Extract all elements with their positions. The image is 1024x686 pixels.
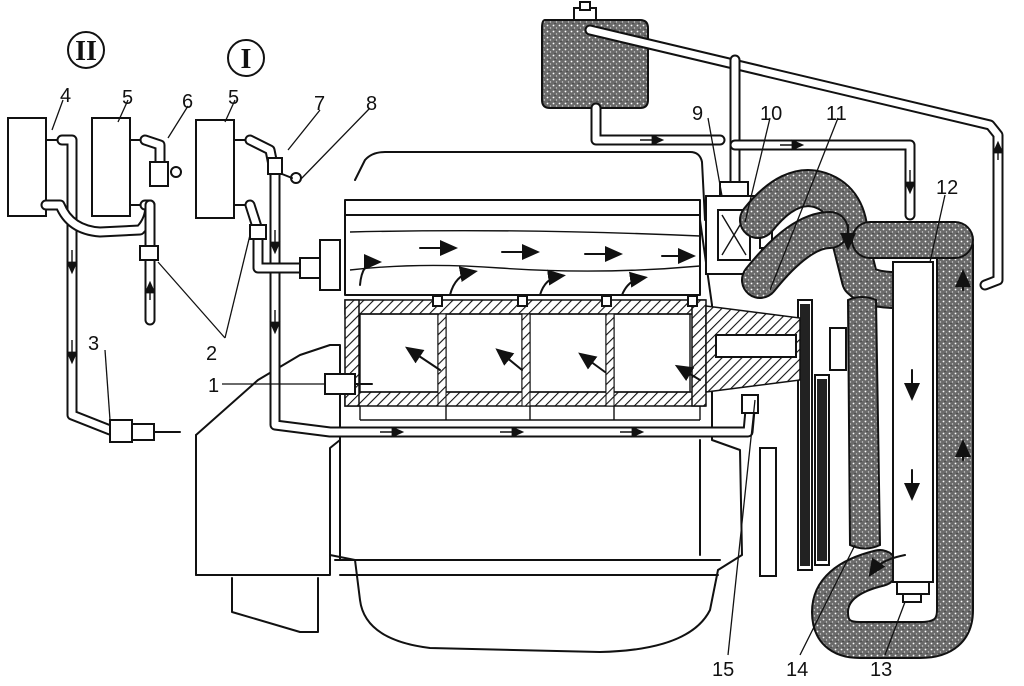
section-label-II-text: II: [75, 36, 97, 67]
lower-radiator-hose: [811, 221, 974, 659]
callout-9: 9: [692, 103, 703, 125]
heater-5-left: [91, 117, 146, 217]
pipe-fittings: [109, 157, 373, 443]
water-pump-pulleys: [759, 299, 847, 577]
cylinder-block-section: [344, 295, 707, 421]
upper-radiator-hose: [739, 169, 914, 309]
heater-5-right: [195, 119, 251, 219]
expansion-tank: [541, 1, 1004, 291]
leader-lines: [51, 99, 946, 656]
callout-12: 12: [936, 177, 958, 199]
callout-5-left: 5: [122, 87, 133, 109]
section-label-I: I: [227, 39, 265, 77]
cylinder-head: [344, 199, 701, 296]
bypass-hose: [741, 211, 849, 299]
water-pump-section: [705, 305, 801, 414]
callout-15: 15: [712, 659, 734, 681]
heater-pipes: [40, 134, 756, 438]
fan: [846, 296, 882, 550]
callout-10: 10: [760, 103, 782, 125]
section-label-I-text: I: [241, 44, 252, 75]
callout-1: 1: [208, 375, 219, 397]
callout-13: 13: [870, 659, 892, 681]
callout-11: 11: [826, 103, 847, 125]
heater-II: [7, 117, 63, 217]
callout-2: 2: [206, 343, 217, 365]
section-label-II: II: [67, 31, 105, 69]
callout-14: 14: [786, 659, 808, 681]
callout-3: 3: [88, 333, 99, 355]
callout-7: 7: [314, 93, 325, 115]
callout-5-right: 5: [228, 87, 239, 109]
coolant-flow-arrows: [359, 240, 701, 382]
callout-4: 4: [60, 85, 71, 107]
callout-8: 8: [366, 93, 377, 115]
callout-6: 6: [182, 91, 193, 113]
radiator: [840, 224, 971, 603]
